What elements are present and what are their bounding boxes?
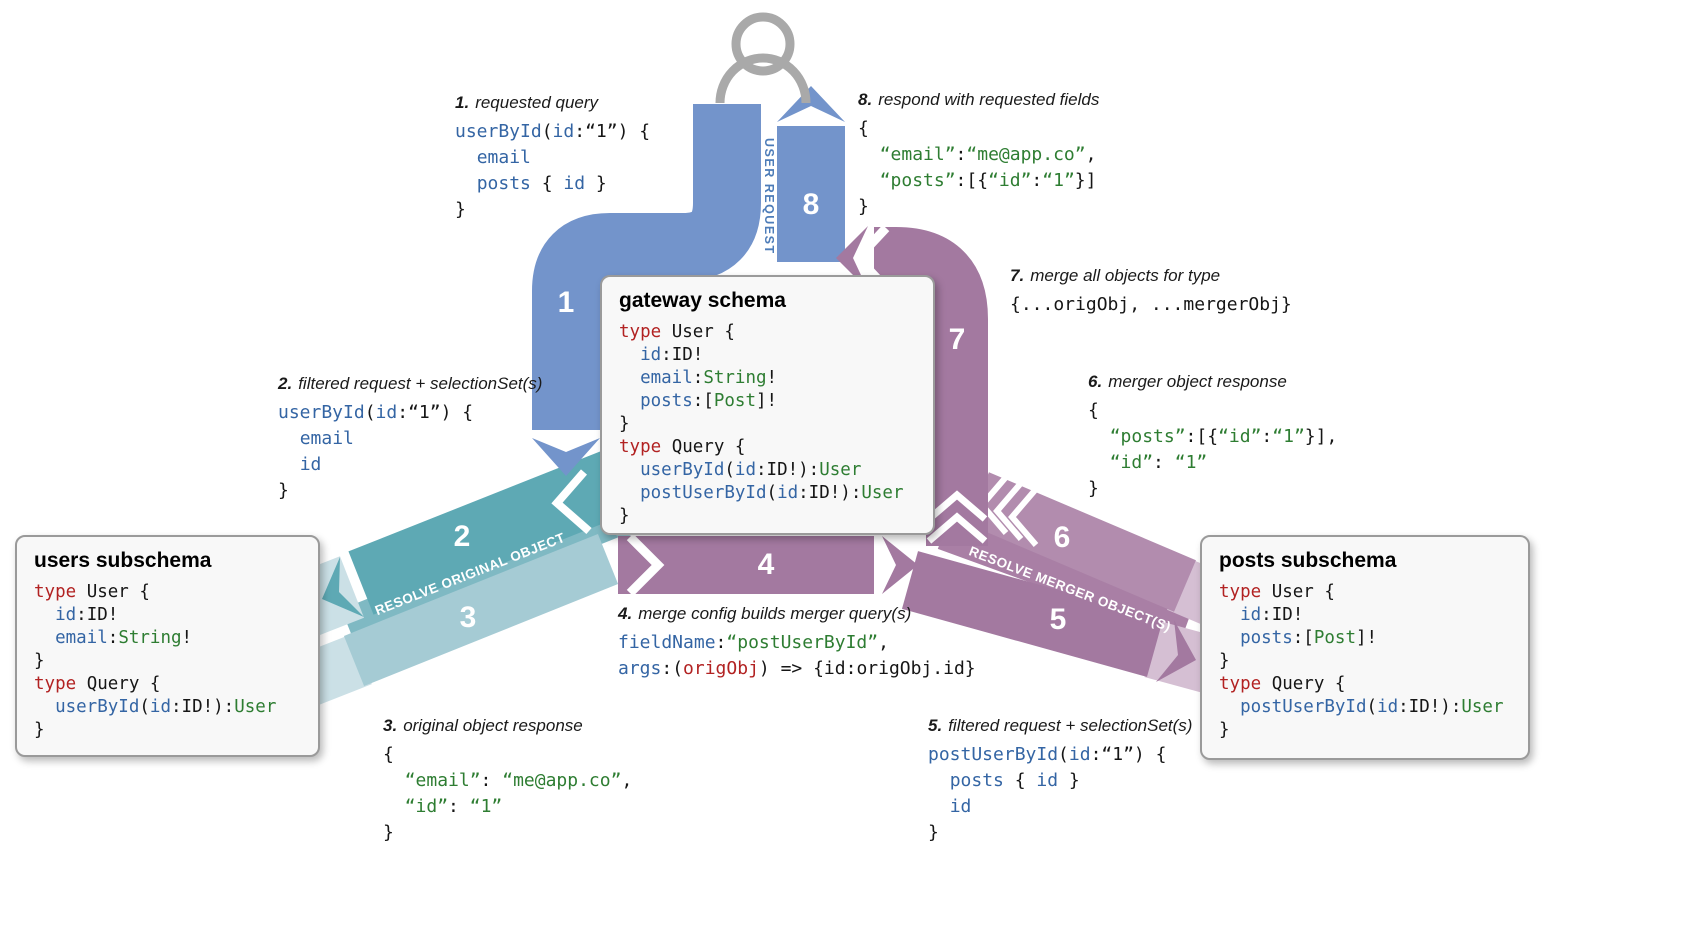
annotation-title: merger object response [1108,372,1287,391]
annotation-heading: 6. merger object response [1088,372,1337,392]
annotation-number: 4. [618,604,633,623]
annotation-number: 7. [1010,266,1025,285]
annotation-heading: 7. merge all objects for type [1010,266,1292,286]
annotation-title: filtered request + selectionSet(s) [298,374,543,393]
annotation-5-filtered-request: 5. filtered request + selectionSet(s) pos… [928,716,1192,846]
band-number-2: 2 [453,520,471,553]
annotation-code: { “posts”:[{“id”:“1”}], “id”: “1”} [1088,400,1338,499]
annotation-code: { “email”: “me@app.co”, “id”: “1”} [383,744,633,843]
annotation-code: { “email”:“me@app.co”, “posts”:[{“id”:“1… [858,118,1097,217]
resolve-merger-band [618,468,1196,682]
posts-subschema-title: posts subschema [1219,549,1397,572]
annotation-code: userById(id:“1”) { email id} [278,402,474,501]
annotation-number: 8. [858,90,873,109]
users-subschema-code: type User { id:ID! email:String!}type Qu… [34,582,277,740]
band-number-3: 3 [459,601,477,634]
annotation-number: 6. [1088,372,1103,391]
annotation-code: postUserById(id:“1”) { posts { id } id} [928,744,1167,843]
annotation-number: 1. [455,93,470,112]
merge-return-band [874,227,988,546]
band-seams [341,499,1195,643]
annotation-8-respond-with-fields: 8. respond with requested fields { “email… [858,90,1099,220]
annotation-heading: 2. filtered request + selectionSet(s) [278,374,542,394]
gateway-schema-box: gateway schema type User { id:ID! email:… [600,275,935,535]
annotation-1-requested-query: 1. requested query userById(id:“1”) { ema… [455,93,650,223]
gateway-schema-code: type User { id:ID! email:String! posts:[… [619,322,904,526]
annotation-3-original-object-response: 3. original object response { “email”: “m… [383,716,632,846]
annotation-code: userById(id:“1”) { email posts { id }} [455,121,651,220]
user-request-band [532,86,845,476]
annotation-heading: 1. requested query [455,93,650,113]
annotation-title: requested query [475,93,599,112]
user-request-band-label: USER REQUEST [762,138,776,255]
annotation-number: 5. [928,716,943,735]
annotation-heading: 8. respond with requested fields [858,90,1099,110]
annotation-number: 2. [278,374,293,393]
annotation-heading: 4. merge config builds merger query(s) [618,604,976,624]
user-icon [715,12,811,104]
annotation-title: merge all objects for type [1030,266,1221,285]
band-number-7: 7 [948,323,966,356]
gateway-schema-title: gateway schema [619,289,786,312]
annotation-heading: 5. filtered request + selectionSet(s) [928,716,1192,736]
annotation-number: 3. [383,716,398,735]
annotation-heading: 3. original object response [383,716,632,736]
annotation-6-merger-object-response: 6. merger object response { “posts”:[{“id… [1088,372,1337,502]
users-subschema-title: users subschema [34,549,212,572]
annotation-code: {...origObj, ...mergerObj} [1010,294,1292,315]
band-number-8: 8 [802,188,820,221]
posts-subschema-box: posts subschema type User { id:ID! posts… [1200,535,1530,760]
annotation-title: merge config builds merger query(s) [638,604,912,623]
annotation-4-merge-config: 4. merge config builds merger query(s) fi… [618,604,976,682]
annotation-2-filtered-request: 2. filtered request + selectionSet(s) use… [278,374,542,504]
band-number-5: 5 [1049,603,1067,636]
annotation-7-merge-all-objects: 7. merge all objects for type {...origObj… [1010,266,1292,318]
band-number-1: 1 [557,286,575,319]
band-number-4: 4 [757,548,775,581]
annotation-code: fieldName:“postUserById”,args:(origObj) … [618,632,976,679]
posts-subschema-code: type User { id:ID! posts:[Post]!}type Qu… [1219,582,1504,740]
annotation-title: filtered request + selectionSet(s) [948,716,1193,735]
annotation-title: respond with requested fields [878,90,1100,109]
users-subschema-box: users subschema type User { id:ID! email… [15,535,320,757]
band-number-6: 6 [1053,521,1071,554]
annotation-title: original object response [403,716,583,735]
